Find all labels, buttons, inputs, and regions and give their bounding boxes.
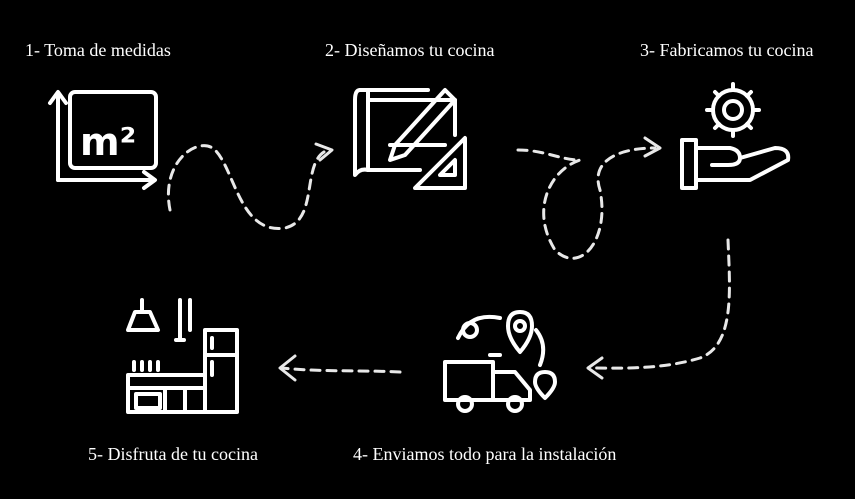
blueprint-design-icon — [353, 88, 467, 190]
step-4-label: 4- Enviamos todo para la instalación — [353, 444, 617, 464]
square-meter-icon: m² — [48, 90, 158, 190]
connector-3-to-4 — [586, 238, 731, 380]
connector-4-to-5 — [278, 354, 402, 382]
step-3-label: 3- Fabricamos tu cocina — [640, 40, 814, 60]
connector-2-to-3 — [516, 136, 662, 260]
kitchen-icon — [126, 298, 239, 414]
m2-text: m² — [80, 120, 136, 164]
step-5-label: 5- Disfruta de tu cocina — [88, 444, 258, 464]
delivery-truck-icon — [443, 310, 557, 413]
gear-hand-icon — [680, 82, 791, 190]
connector-1-to-2 — [166, 142, 334, 230]
step-2-label: 2- Diseñamos tu cocina — [325, 40, 495, 60]
step-1-label: 1- Toma de medidas — [25, 40, 171, 60]
